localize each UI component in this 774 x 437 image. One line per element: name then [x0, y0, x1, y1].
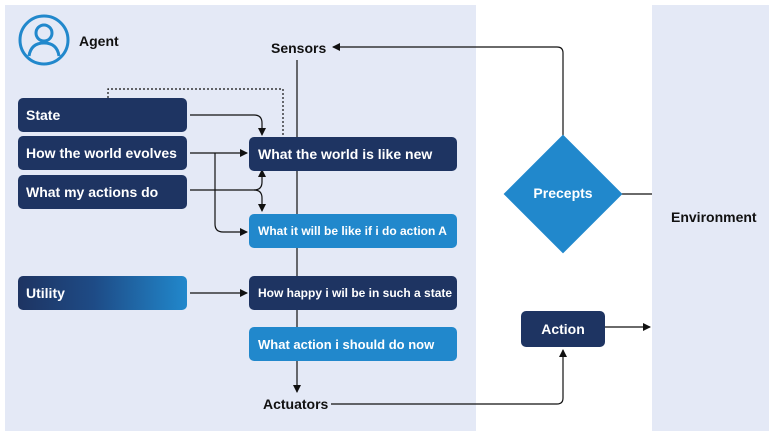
sensors-label: Sensors	[271, 40, 327, 56]
user-circle-icon	[18, 14, 70, 66]
world-evolves-box: How the world evolves	[18, 136, 187, 170]
what-action-box: What action i should do now	[249, 327, 457, 361]
actuators-label: Actuators	[263, 396, 329, 412]
agent-title: Agent	[79, 33, 119, 49]
how-happy-box: How happy i wil be in such a state	[249, 276, 457, 310]
environment-label: Environment	[671, 209, 757, 225]
action-box: Action	[521, 311, 605, 347]
world-now-box: What the world is like new	[249, 137, 457, 171]
environment-panel	[652, 5, 769, 431]
precepts-label: Precepts	[533, 185, 593, 201]
utility-box: Utility	[18, 276, 187, 310]
my-actions-box: What my actions do	[18, 175, 187, 209]
if-action-box: What it will be like if i do action A	[249, 214, 457, 248]
state-box: State	[18, 98, 187, 132]
